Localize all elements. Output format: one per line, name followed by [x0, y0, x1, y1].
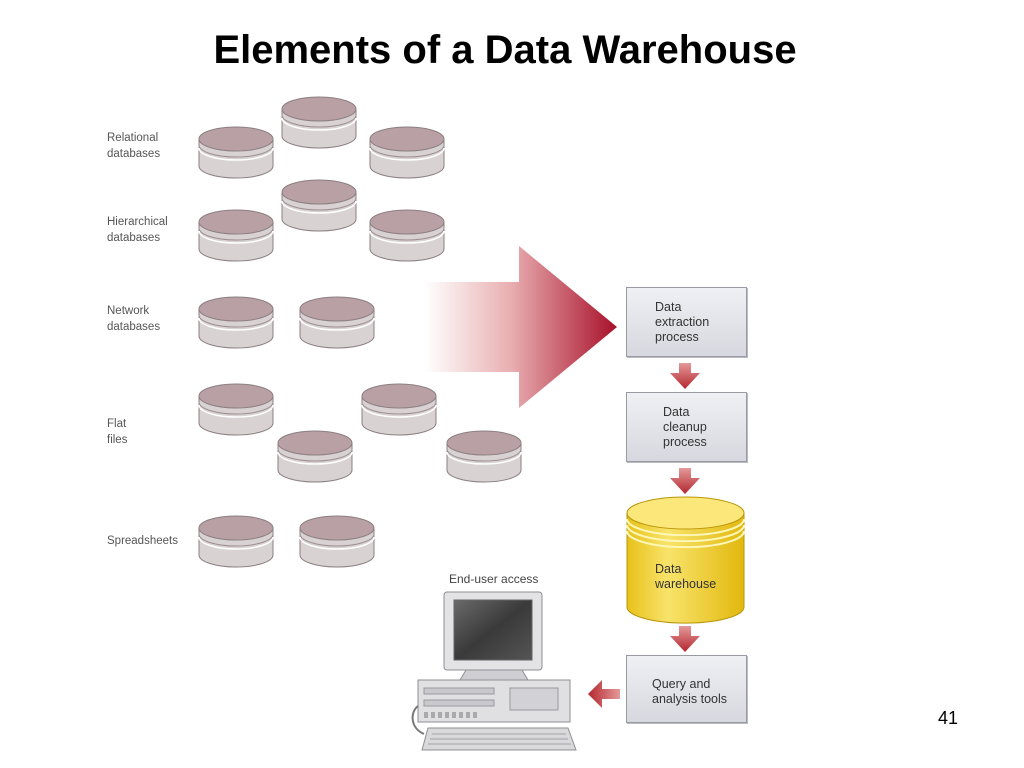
flat-file-db-cylinder-icon [277, 430, 353, 483]
query-analysis-box: Query and analysis tools [626, 655, 747, 723]
network-db-cylinder-icon [299, 296, 375, 349]
spreadsheet-db-cylinder-icon [198, 515, 274, 568]
flat-file-db-cylinder-icon [361, 383, 437, 436]
data-cleanup-box: Data cleanup process [626, 392, 747, 462]
hierarchical-db-cylinder-icon [198, 209, 274, 262]
relational-databases-label: Relational databases [107, 132, 161, 160]
flat-file-db-cylinder-icon [446, 430, 522, 483]
flat-files-label: Flat files [107, 418, 128, 446]
relational-db-cylinder-icon [369, 126, 445, 179]
spreadsheet-db-cylinder-icon [299, 515, 375, 568]
network-databases-label: Network databases [107, 305, 161, 333]
data-warehouse-cylinder [626, 496, 745, 624]
spreadsheets-label: Spreadsheets [107, 535, 178, 547]
flow-arrow-right-icon [425, 246, 617, 408]
end-user-access-label: End-user access [449, 572, 539, 586]
data-extraction-label: Data extraction process [655, 300, 710, 344]
flat-file-db-cylinder-icon [198, 383, 274, 436]
desktop-computer-icon [411, 591, 577, 751]
data-extraction-box: Data extraction process [626, 287, 747, 357]
relational-db-cylinder-icon [281, 96, 357, 149]
hierarchical-databases-label: Hierarchical databases [107, 216, 168, 244]
hierarchical-db-cylinder-icon [369, 209, 445, 262]
arrow-down-icon [670, 363, 700, 389]
data-cleanup-label: Data cleanup process [663, 405, 707, 449]
hierarchical-db-cylinder-icon [281, 179, 357, 232]
page-title: Elements of a Data Warehouse [213, 28, 797, 72]
arrow-down-icon [670, 626, 700, 652]
page-number: 41 [937, 708, 958, 728]
arrow-down-icon [670, 468, 700, 494]
relational-db-cylinder-icon [198, 126, 274, 179]
data-warehouse-label: Data warehouse [655, 562, 717, 591]
query-analysis-label: Query and analysis tools [652, 677, 728, 706]
network-db-cylinder-icon [198, 296, 274, 349]
arrow-left-icon [588, 680, 620, 708]
